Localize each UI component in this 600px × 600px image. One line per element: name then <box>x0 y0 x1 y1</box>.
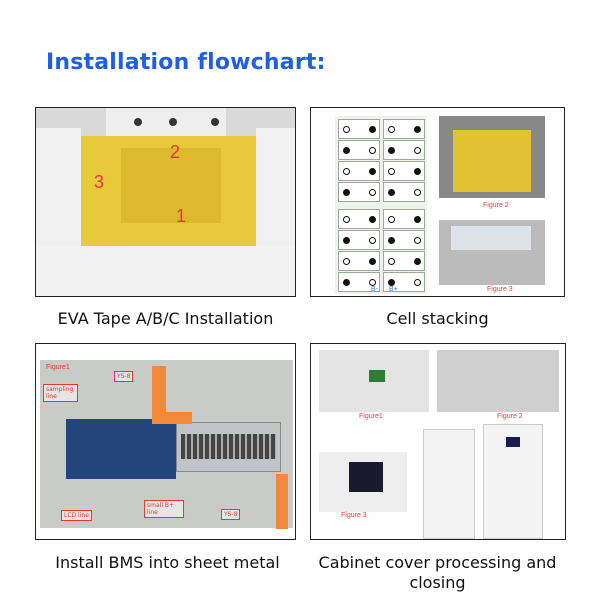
battery-cell <box>383 251 425 271</box>
battery-cell <box>338 230 380 250</box>
terminal-icon <box>414 147 421 154</box>
battery-cell <box>383 119 425 139</box>
b-minus-label: B- <box>371 286 378 293</box>
cell-stacking-photo: B- B+ Figure 2 Figure 3 <box>310 107 565 297</box>
cabinet-figure-2-label: Figure 2 <box>497 413 523 420</box>
terminal-icon <box>343 147 350 154</box>
terminal-icon <box>388 126 395 133</box>
battery-cell <box>383 140 425 160</box>
terminal-icon <box>369 189 376 196</box>
ys8-bottom-label: YS-8 <box>221 509 241 520</box>
terminal-icon <box>369 126 376 133</box>
terminal-icon <box>369 168 376 175</box>
terminal-icon <box>343 237 350 244</box>
terminal-icon <box>414 216 421 223</box>
label-1: 1 <box>176 206 187 226</box>
battery-cell <box>383 209 425 229</box>
terminal-icon <box>343 126 350 133</box>
terminal-icon <box>388 237 395 244</box>
terminal-icon <box>388 216 395 223</box>
page-title: Installation flowchart: <box>46 50 326 75</box>
terminal-icon <box>369 147 376 154</box>
bms-photo: Figure1 YS-8 sampling line LCD line smal… <box>35 343 296 540</box>
figure-1-label: Figure1 <box>46 364 70 371</box>
lcd-line-label: LCD line <box>61 510 92 521</box>
terminal-icon <box>343 279 350 286</box>
terminal-icon <box>343 189 350 196</box>
step-4-caption: Cabinet cover processing and closing <box>318 553 557 592</box>
battery-cell <box>338 182 380 202</box>
terminal-icon <box>414 258 421 265</box>
small-b-plus-line-label: small B+ line <box>144 500 184 518</box>
battery-cell <box>338 140 380 160</box>
cabinet-figure-1-label: Figure1 <box>359 413 383 420</box>
terminal-icon <box>388 279 395 286</box>
terminal-icon <box>388 168 395 175</box>
figure-3-label: Figure 3 <box>487 286 513 293</box>
battery-cell <box>338 209 380 229</box>
terminal-icon <box>388 258 395 265</box>
terminal-icon <box>369 216 376 223</box>
terminal-icon <box>414 189 421 196</box>
figure-2-label: Figure 2 <box>483 202 509 209</box>
battery-cell <box>338 251 380 271</box>
step-3-caption: Install BMS into sheet metal <box>55 553 280 572</box>
terminal-icon <box>343 258 350 265</box>
terminal-icon <box>388 147 395 154</box>
step-2-caption: Cell stacking <box>386 309 489 328</box>
ys8-top-label: YS-8 <box>114 371 134 382</box>
terminal-icon <box>369 237 376 244</box>
eva-tape-photo: 1 2 3 <box>35 107 296 297</box>
battery-cell <box>383 161 425 181</box>
step-1-caption: EVA Tape A/B/C Installation <box>57 309 274 328</box>
terminal-icon <box>414 126 421 133</box>
terminal-icon <box>414 168 421 175</box>
battery-cell <box>383 182 425 202</box>
terminal-icon <box>388 189 395 196</box>
battery-cell <box>338 161 380 181</box>
cabinet-photo: Figure1 Figure 2 Figure 3 <box>310 343 566 540</box>
b-plus-label: B+ <box>389 286 398 293</box>
battery-cell <box>338 119 380 139</box>
terminal-icon <box>369 279 376 286</box>
battery-cell <box>383 230 425 250</box>
label-2: 2 <box>170 142 181 162</box>
sampling-line-label: sampling line <box>43 384 78 402</box>
cabinet-figure-3-label: Figure 3 <box>341 512 367 519</box>
terminal-icon <box>343 216 350 223</box>
battery-cell <box>338 272 380 292</box>
terminal-icon <box>414 237 421 244</box>
label-3: 3 <box>94 172 105 192</box>
terminal-icon <box>414 279 421 286</box>
battery-cell <box>383 272 425 292</box>
terminal-icon <box>343 168 350 175</box>
terminal-icon <box>369 258 376 265</box>
